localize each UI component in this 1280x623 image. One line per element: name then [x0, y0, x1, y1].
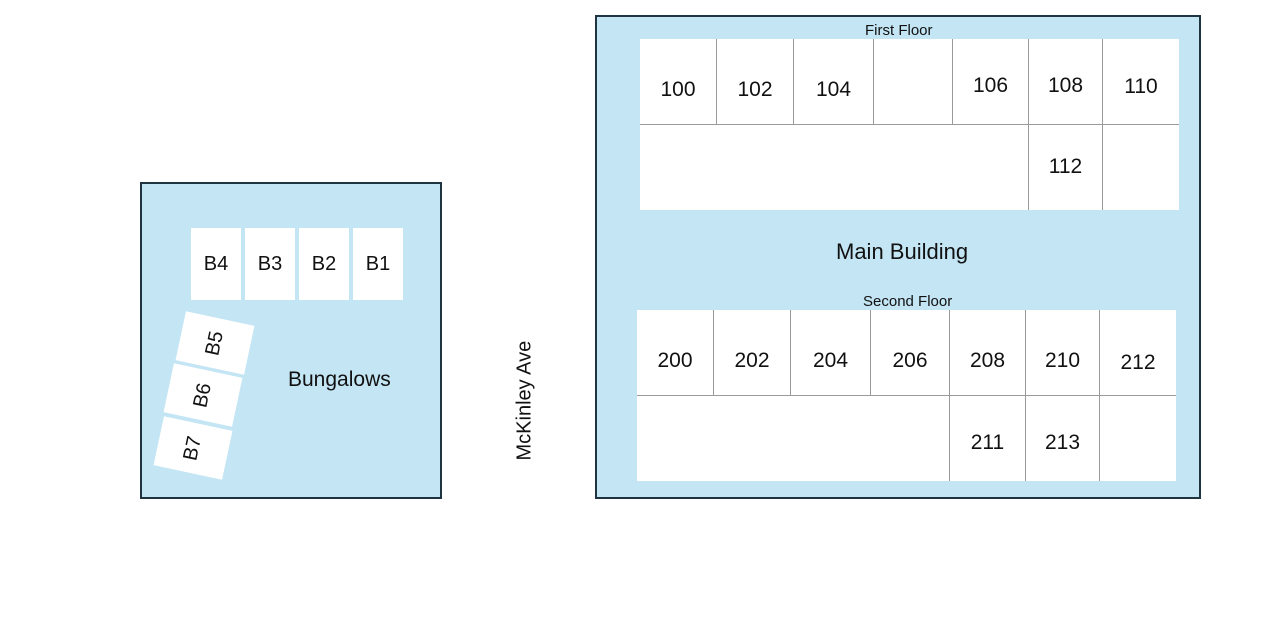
room-unlabeled[interactable] — [874, 50, 952, 130]
room-number: 206 — [892, 349, 928, 372]
unit-label: B4 — [203, 252, 229, 275]
room-106[interactable]: 106 — [953, 46, 1028, 126]
room-204[interactable]: 204 — [791, 321, 870, 401]
room-212[interactable]: 212 — [1100, 323, 1176, 403]
room-200[interactable]: 200 — [637, 321, 713, 401]
bungalow-unit-b2[interactable]: B2 — [299, 228, 349, 300]
room-number: 108 — [1047, 74, 1084, 97]
room-number: 204 — [812, 349, 849, 372]
room-102[interactable]: 102 — [717, 50, 793, 130]
street-label: McKinley Ave — [513, 340, 536, 461]
room-number: 200 — [657, 349, 693, 372]
grid-divider — [640, 124, 1179, 125]
room-108[interactable]: 108 — [1029, 46, 1102, 126]
bungalow-unit-b1[interactable]: B1 — [353, 228, 403, 300]
room-number: 102 — [737, 78, 773, 101]
room-number: 104 — [815, 78, 852, 101]
main-building-label: Main Building — [836, 239, 969, 264]
bungalow-unit-b4[interactable]: B4 — [191, 228, 241, 300]
room-206[interactable]: 206 — [871, 321, 949, 401]
bungalows-label: Bungalows — [288, 368, 391, 391]
bungalow-unit-b3[interactable]: B3 — [245, 228, 295, 300]
room-number: 212 — [1120, 351, 1156, 374]
room-number: 100 — [660, 78, 696, 101]
room-number: 213 — [1044, 431, 1081, 454]
grid-divider — [793, 39, 794, 124]
grid-divider — [1025, 310, 1026, 481]
room-number: 106 — [972, 74, 1009, 97]
room-202[interactable]: 202 — [714, 321, 790, 401]
grid-divider — [1102, 39, 1103, 210]
grid-divider — [873, 39, 874, 124]
grid-divider — [713, 310, 714, 395]
room-100[interactable]: 100 — [640, 50, 716, 130]
room-211[interactable]: 211 — [950, 403, 1025, 483]
room-number: 202 — [734, 349, 770, 372]
grid-divider — [716, 39, 717, 124]
unit-label: B2 — [311, 252, 337, 275]
room-210[interactable]: 210 — [1026, 321, 1099, 401]
grid-divider — [870, 310, 871, 395]
unit-label: B1 — [365, 252, 391, 275]
unit-label: B7 — [179, 433, 206, 463]
grid-divider — [949, 310, 950, 481]
room-number: 112 — [1048, 155, 1083, 178]
grid-divider — [952, 39, 953, 124]
unit-label: B5 — [201, 328, 228, 358]
unit-label: B3 — [257, 252, 283, 275]
room-number: 110 — [1124, 75, 1158, 98]
room-number: 210 — [1044, 349, 1081, 372]
first-floor-label: First Floor — [865, 22, 933, 39]
grid-divider — [790, 310, 791, 395]
room-number: 208 — [969, 349, 1006, 372]
room-112[interactable]: 112 — [1029, 127, 1102, 207]
second-floor-label: Second Floor — [863, 293, 953, 310]
room-110[interactable]: 110 — [1103, 47, 1179, 127]
grid-divider — [1028, 39, 1029, 210]
room-number: 211 — [970, 431, 1005, 454]
room-104[interactable]: 104 — [794, 50, 873, 130]
room-208[interactable]: 208 — [950, 321, 1025, 401]
grid-divider — [1099, 310, 1100, 481]
room-213[interactable]: 213 — [1026, 403, 1099, 483]
grid-divider — [637, 395, 1176, 396]
unit-label: B6 — [189, 380, 216, 410]
